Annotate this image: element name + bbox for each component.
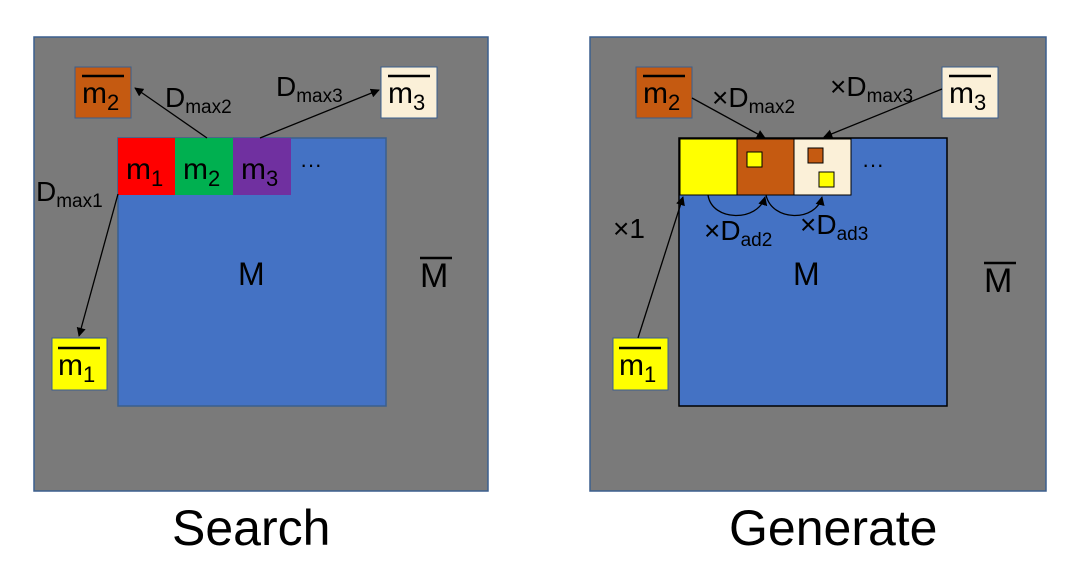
generate-arrow-mbar3 [823,88,943,139]
search-arrow-m1 [76,193,119,337]
generate-cell-2-inner [746,151,763,168]
search-cell-m2 [175,138,233,195]
generate-times1-label: ×1 [613,213,645,244]
search-mbar3-label: m3 [388,77,425,115]
search-arrow-m3 [259,88,380,139]
generate-outer-label: M [984,262,1012,300]
search-dmax1-label: Dmax1 [36,176,103,212]
search-panel: m1 m2 m3 ··· M M m2 m3 m1 Dmax2 Dmax3 Dm… [33,36,489,556]
generate-arrow-mbar2 [691,97,766,139]
search-mbar1-box [51,337,108,391]
search-cell-m1 [118,138,175,195]
generate-mbar1-box [612,337,669,391]
search-outer-label: M [420,257,448,295]
search-cell-m3 [233,138,291,195]
generate-dad2-label: ×Dad2 [704,215,772,251]
generate-dad3-label: ×Dad3 [800,209,868,245]
search-title: Search [172,500,330,556]
generate-curve-ad2 [707,194,768,217]
search-ellipsis: ··· [300,152,322,177]
search-matrix-label: M [238,256,265,292]
generate-arrow-mbar1 [637,196,685,339]
search-arrow-m2 [134,87,208,139]
search-cell-m3-label: m3 [241,153,278,191]
generate-curve-ad3 [765,194,825,217]
generate-cell-3-inner-b [818,171,835,188]
search-dmax2-label: Dmax2 [165,82,232,118]
generate-cell-1 [679,138,738,196]
search-cell-m1-label: m1 [126,153,163,191]
search-mbar2-label: m2 [82,77,119,115]
generate-title: Generate [729,500,937,556]
generate-dmax2-label: ×Dmax2 [712,82,795,118]
generate-dmax3-label: ×Dmax3 [830,71,913,107]
generate-mbar1-label: m1 [619,349,656,387]
generate-ellipsis: ··· [862,152,884,177]
generate-panel: ··· M M m2 m3 m1 ×1 ×Dmax2 ×Dmax3 ×Dad2 … [589,36,1047,556]
generate-mbar3-label: m3 [949,77,986,115]
generate-matrix-label: M [793,256,820,292]
generate-cell-3-inner-a [807,147,824,164]
search-dmax3-label: Dmax3 [276,71,343,107]
search-cell-m2-label: m2 [183,153,220,191]
generate-cell-2 [736,138,795,196]
search-mbar1-label: m1 [58,349,95,387]
generate-mbar2-label: m2 [643,77,680,115]
